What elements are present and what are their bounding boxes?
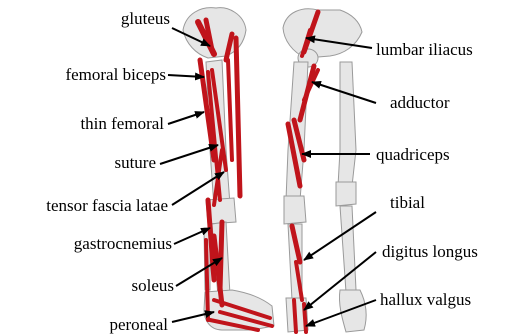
leader-tibial [304,212,376,260]
right-labels: lumbar iliacus adductor quadriceps tibia… [376,40,478,309]
label-gastrocnemius: gastrocnemius [74,234,172,253]
label-quadriceps: quadriceps [376,145,450,164]
anterior-knee [284,196,306,224]
muscle-posterior-long-1 [236,38,240,196]
far-knee [336,182,356,206]
label-digitus-longus: digitus longus [382,242,478,261]
left-labels: gluteus femoral biceps thin femoral sutu… [46,9,174,334]
label-femoral-biceps: femoral biceps [65,65,166,84]
label-hallux-valgus: hallux valgus [380,290,471,309]
leader-femoral-biceps [168,75,204,77]
anterior-pelvis [283,9,362,58]
label-tibial: tibial [390,193,425,212]
label-peroneal: peroneal [109,315,168,334]
muscle-peroneal [206,240,208,320]
muscle-posterior-long-2 [228,60,232,160]
far-femur [338,62,356,186]
far-foot [339,290,366,332]
label-adductor: adductor [390,93,450,112]
label-thin-femoral: thin femoral [80,114,164,133]
label-lumbar-iliacus: lumbar iliacus [376,40,473,59]
label-tensor-fascia-latae: tensor fascia latae [46,196,168,215]
leader-suture [160,145,218,164]
label-soleus: soleus [132,276,175,295]
label-suture: suture [114,153,156,172]
leader-thin-femoral [168,112,204,124]
muscle-hallux-valgus [294,300,296,332]
label-gluteus: gluteus [121,9,170,28]
